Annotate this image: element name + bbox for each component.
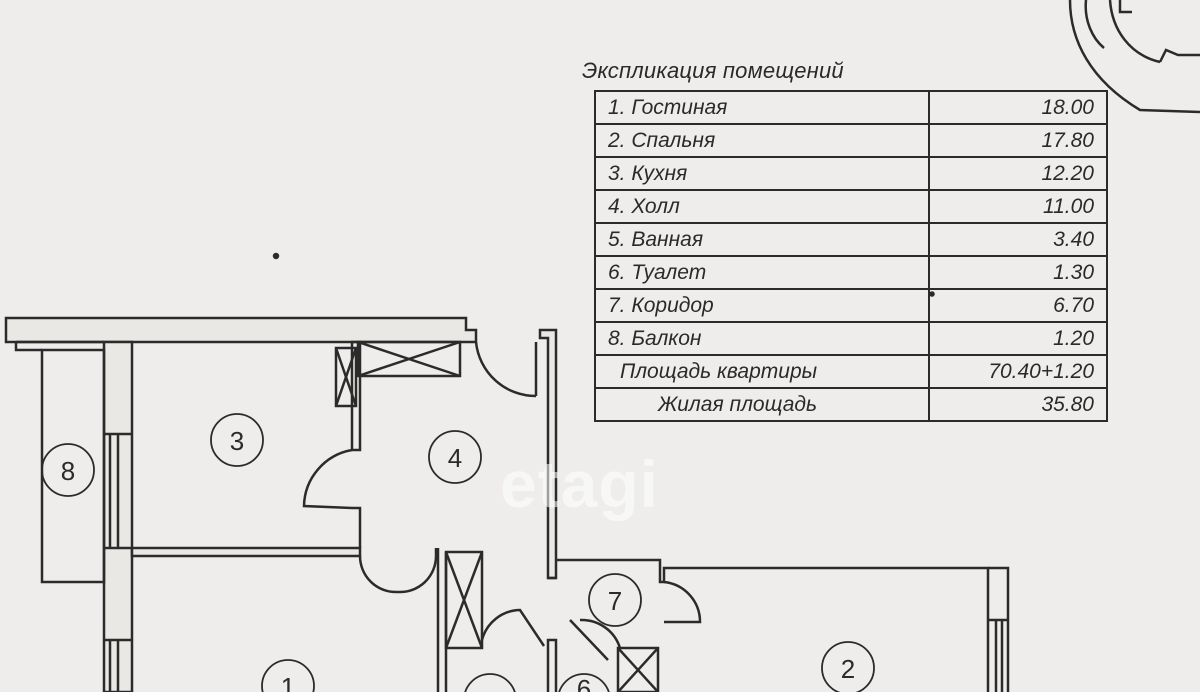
room-name-cell: 5. Ванная [594, 222, 930, 257]
room-area-cell: 12.20 [928, 156, 1108, 191]
room-area-cell: 1.20 [928, 321, 1108, 356]
room-name-cell: 6. Туалет [594, 255, 930, 290]
living-area-label: Жилая площадь [594, 387, 930, 422]
room-area-cell: 18.00 [928, 90, 1108, 125]
room-label-3: 3 [230, 426, 244, 456]
room-label-7: 7 [608, 586, 622, 616]
room-label-6: 6 [577, 674, 591, 692]
living-area-value: 35.80 [928, 387, 1108, 422]
room-label-8: 8 [61, 456, 75, 486]
total-area-value: 70.40+1.20 [928, 354, 1108, 389]
explication-title: Экспликация помещений [582, 58, 844, 83]
room-area-cell: 6.70 [928, 288, 1108, 323]
room-name-cell: 7. Коридор [594, 288, 930, 323]
room-label-4: 4 [448, 443, 462, 473]
total-area-label: Площадь квартиры [594, 354, 930, 389]
room-name-cell: 1. Гостиная [594, 90, 930, 125]
watermark: etagi [500, 447, 660, 521]
room-name-cell: 4. Холл [594, 189, 930, 224]
room-area-cell: 1.30 [928, 255, 1108, 290]
room-label-5: 5 [483, 686, 497, 692]
room-name-cell: 2. Спальня [594, 123, 930, 158]
room-name-cell: 3. Кухня [594, 156, 930, 191]
room-label-2: 2 [841, 654, 855, 684]
room-area-cell: 3.40 [928, 222, 1108, 257]
room-name-cell: 8. Балкон [594, 321, 930, 356]
room-label-1: 1 [281, 672, 295, 692]
room-area-cell: 11.00 [928, 189, 1108, 224]
room-area-cell: 17.80 [928, 123, 1108, 158]
